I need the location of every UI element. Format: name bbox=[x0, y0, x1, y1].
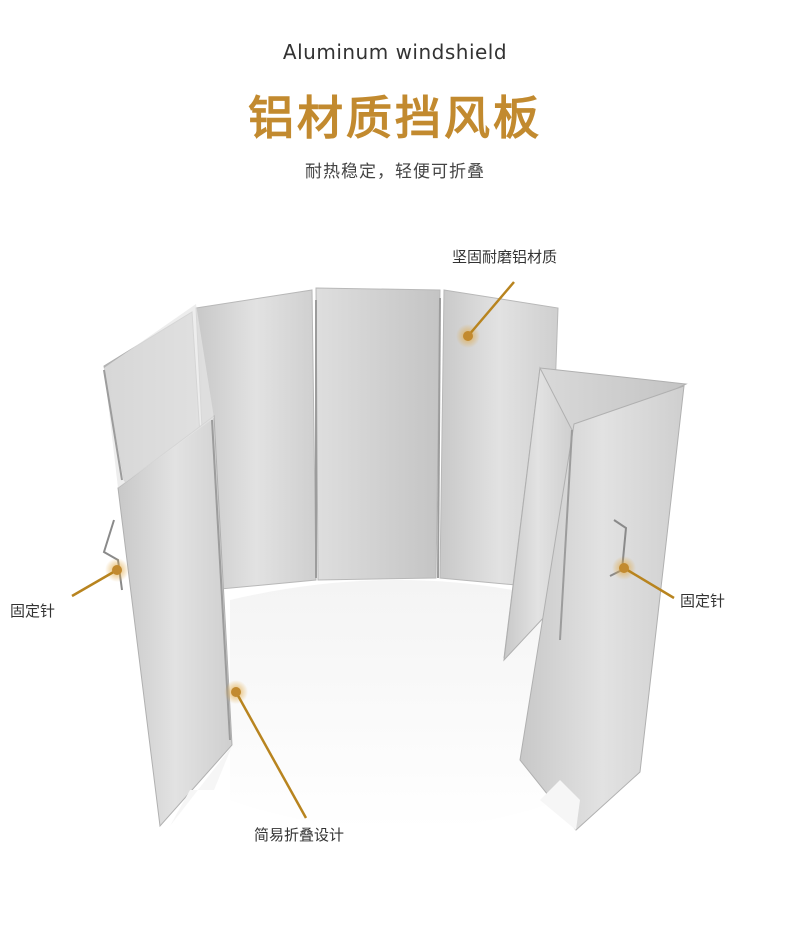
chinese-title: 铝材质挡风板 bbox=[248, 91, 542, 145]
gold-dot-icon bbox=[231, 687, 241, 697]
bottom-cutout-left bbox=[170, 746, 232, 826]
back-panel-2 bbox=[315, 287, 441, 581]
callout-material: 坚固耐磨铝材质 bbox=[452, 248, 558, 266]
callout-lines bbox=[71, 281, 675, 819]
callout-dots bbox=[112, 331, 629, 697]
bottom-cutout-right bbox=[540, 780, 580, 830]
callout-pin-left: 固定针 bbox=[10, 602, 56, 620]
gold-dot-icon bbox=[463, 331, 473, 341]
left-fold-top bbox=[104, 304, 214, 488]
callout-pin-right: 固定针 bbox=[680, 592, 726, 610]
gold-dot-icon bbox=[619, 563, 629, 573]
gold-dot-icon bbox=[112, 565, 122, 575]
inner-floor bbox=[230, 580, 560, 830]
tagline: 耐热稳定，轻便可折叠 bbox=[305, 162, 485, 182]
right-front-panel bbox=[519, 385, 685, 831]
english-title: Aluminum windshield bbox=[282, 40, 508, 64]
callout-folding: 简易折叠设计 bbox=[254, 826, 345, 844]
